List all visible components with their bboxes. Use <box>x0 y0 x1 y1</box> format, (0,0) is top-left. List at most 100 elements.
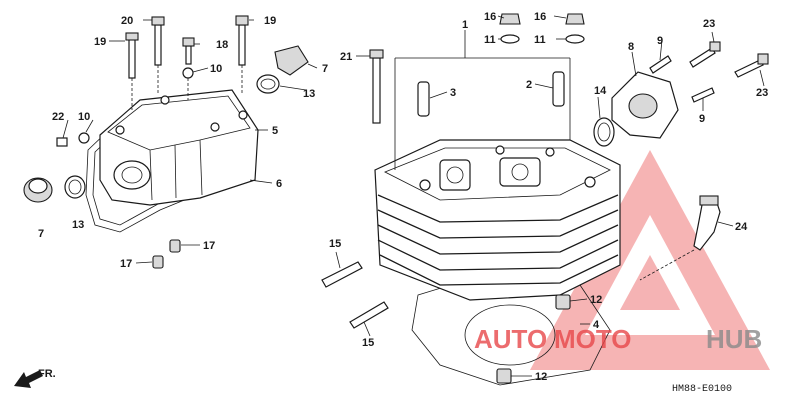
head-stud-hole-3 <box>495 145 505 155</box>
callout-10-left: 10 <box>78 111 90 123</box>
watermark-text: AUTO MOTO HUB <box>474 324 762 354</box>
callout-11-left: 11 <box>484 34 496 46</box>
bolt-19-right <box>238 24 246 66</box>
gasket-bore <box>464 304 556 366</box>
callout-18: 18 <box>216 39 228 51</box>
callout-16-left: 16 <box>484 11 496 23</box>
cooling-fin-3 <box>377 224 619 255</box>
callout-15-lower: 15 <box>362 337 374 349</box>
callout-19-left: 19 <box>94 36 106 48</box>
callout-9-upper: 9 <box>657 35 663 47</box>
washer-11-left <box>500 34 520 44</box>
dowel-pin-12-b <box>496 368 512 384</box>
callout-17-left: 17 <box>120 258 132 270</box>
head-top-face <box>384 147 611 201</box>
cam-journal-left <box>439 159 471 191</box>
valve-guide-3 <box>417 81 430 117</box>
cooling-fin-4 <box>377 239 619 271</box>
callout-6: 6 <box>276 178 282 190</box>
o-ring-right <box>256 74 280 94</box>
stud-15-upper <box>321 261 363 288</box>
cam-journal-left-bore <box>446 166 464 184</box>
intake-insulator-port <box>628 93 658 119</box>
callout-5: 5 <box>272 125 278 137</box>
front-direction-label: FR. <box>38 368 56 380</box>
cam-journal-right <box>499 157 541 187</box>
callout-11-right: 11 <box>534 34 546 46</box>
stud-9-upper <box>649 55 672 74</box>
cylinder-head-cover-assembly <box>23 15 309 269</box>
watermark-auto: AUTO <box>474 324 547 354</box>
stud-bolt-21 <box>372 57 381 124</box>
front-direction-indicator: FR. <box>14 368 56 388</box>
callout-13-left: 13 <box>72 219 84 231</box>
callout-20: 20 <box>121 15 133 27</box>
o-ring-right-inner <box>260 78 276 90</box>
cooling-fin-5 <box>379 254 619 286</box>
washer-10-left <box>78 132 90 144</box>
spark-plug-leader <box>639 249 695 281</box>
callout-12-lower: 12 <box>535 371 547 383</box>
cover-boss-4 <box>115 125 125 135</box>
cover-boss-3 <box>238 110 248 120</box>
cover-port-inner <box>121 166 143 184</box>
bolt-19-right-head <box>235 15 249 26</box>
spark-plug <box>693 199 721 251</box>
callout-17-right: 17 <box>203 240 215 252</box>
callout-1: 1 <box>462 19 468 31</box>
washer-10-top <box>182 67 194 79</box>
o-ring-14 <box>593 117 615 147</box>
callout-23-upper: 23 <box>703 18 715 30</box>
filler-plug-right <box>274 45 309 76</box>
watermark-moto: MOTO <box>554 324 632 354</box>
cylinder-head-assembly <box>321 13 769 386</box>
dowel-pin-17-a <box>169 239 181 253</box>
cap-nut-16-left <box>499 13 521 25</box>
callout-10-top: 10 <box>210 63 222 75</box>
cover-boss-1 <box>160 95 170 105</box>
callout-15-upper: 15 <box>329 238 341 250</box>
callout-16-right: 16 <box>534 11 546 23</box>
cover-boss-2 <box>210 122 220 132</box>
callout-21: 21 <box>340 51 352 63</box>
callout-19-right: 19 <box>264 15 276 27</box>
washer-11-right <box>565 34 585 44</box>
diagram-code: HM88-E0100 <box>672 384 732 395</box>
watermark-logo <box>530 150 770 370</box>
dowel-pin-12-a <box>555 294 571 310</box>
bolt-23-upper-head <box>709 41 721 52</box>
callout-2: 2 <box>526 79 532 91</box>
bolt-22 <box>56 137 68 147</box>
callout-4: 4 <box>593 319 600 331</box>
watermark-hub: HUB <box>706 324 762 354</box>
front-arrow-icon <box>14 370 43 388</box>
bolt-18-head <box>182 37 195 47</box>
cover-rib-1 <box>149 149 153 201</box>
callout-labels: 20 19 18 10 19 7 13 5 6 10 22 7 13 17 17… <box>38 11 768 383</box>
watermark-triangle-inner <box>585 215 715 335</box>
bolt-23-lower-head <box>757 53 769 65</box>
cam-journal-right-bore <box>511 163 529 181</box>
callout-22: 22 <box>52 111 64 123</box>
bolt-18 <box>185 45 192 65</box>
bolt-23-upper <box>689 47 716 68</box>
bolt-19-left <box>128 37 136 79</box>
bolt-19-left-head <box>125 32 139 41</box>
callout-14: 14 <box>594 85 607 97</box>
cover-rib-2 <box>199 139 203 196</box>
callout-13-right: 13 <box>303 88 315 100</box>
callout-7-left: 7 <box>38 228 44 240</box>
o-ring-14-inner <box>597 122 611 142</box>
dowel-pin-17-b <box>152 255 164 269</box>
bolt-20-head <box>151 16 165 26</box>
head-stud-hole-2 <box>584 176 596 188</box>
bolt-guide-lines <box>131 65 243 110</box>
stud-bolt-21-head <box>369 49 384 59</box>
head-reference-bracket <box>394 30 571 170</box>
filler-plug-left-top <box>28 178 48 194</box>
o-ring-left-inner <box>68 179 82 195</box>
cooling-fin-2 <box>377 209 619 239</box>
cover-port <box>113 160 151 190</box>
callout-8: 8 <box>628 41 634 53</box>
